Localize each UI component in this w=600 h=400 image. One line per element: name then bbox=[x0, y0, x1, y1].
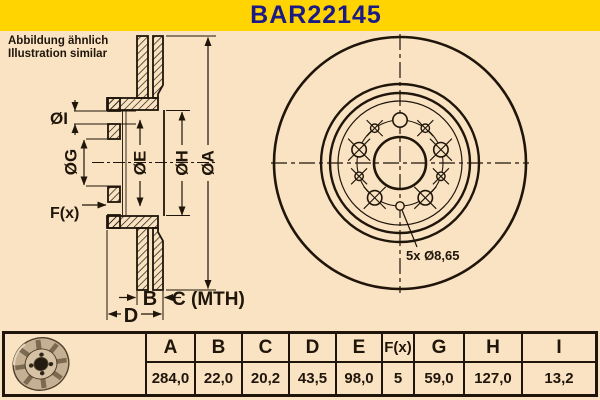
front-view-drawing: 5x Ø8,65 bbox=[271, 34, 529, 293]
dim-label-dia-i: ØI bbox=[50, 109, 68, 128]
dim-label-c-mth: C (MTH) bbox=[172, 289, 245, 310]
table-column-e: E 98,0 bbox=[335, 334, 381, 394]
column-value: 22,0 bbox=[203, 370, 234, 387]
product-photo-cell bbox=[5, 334, 145, 394]
dim-label-d: D bbox=[124, 305, 138, 327]
hole-cross-ticks bbox=[347, 119, 453, 210]
column-header: F(x) bbox=[383, 334, 413, 363]
column-value: 127,0 bbox=[474, 370, 512, 387]
hat-outer-circle bbox=[319, 82, 481, 244]
dim-label-fx: F(x) bbox=[50, 205, 79, 222]
part-number-title: BAR22145 bbox=[250, 1, 382, 29]
dim-label-dia-e: ØE bbox=[131, 151, 150, 176]
extension-lines bbox=[74, 35, 216, 320]
table-column-h: H 127,0 bbox=[463, 334, 521, 394]
column-header: B bbox=[196, 334, 241, 363]
column-header: A bbox=[147, 334, 194, 363]
disc-outer-circle bbox=[272, 35, 528, 291]
dim-label-dia-g: ØG bbox=[62, 149, 81, 175]
column-header: C bbox=[243, 334, 288, 363]
table-column-d: D 43,5 bbox=[288, 334, 335, 394]
column-header: D bbox=[290, 334, 335, 363]
column-header: H bbox=[465, 334, 521, 363]
note-line-de: Abbildung ähnlich bbox=[8, 35, 109, 47]
illustration-note: Abbildung ähnlich Illustration similar bbox=[8, 35, 108, 61]
note-line-en: Illustration similar bbox=[8, 48, 108, 60]
column-header: E bbox=[337, 334, 381, 363]
column-value: 98,0 bbox=[344, 370, 374, 387]
dim-label-dia-h: ØH bbox=[173, 150, 192, 176]
table-column-g: G 59,0 bbox=[413, 334, 463, 394]
dimensions-table: A 284,0 B 22,0 C 20,2 D 43,5 E 98,0 F(x)… bbox=[2, 331, 598, 397]
column-header: G bbox=[415, 334, 463, 363]
column-value: 59,0 bbox=[424, 370, 454, 387]
dimension-lines bbox=[71, 37, 212, 318]
column-value: 20,2 bbox=[250, 370, 281, 387]
holes-note-leader bbox=[401, 209, 418, 248]
dim-label-dia-a: ØA bbox=[199, 150, 218, 176]
table-column-i: I 13,2 bbox=[521, 334, 595, 394]
column-value: 13,2 bbox=[544, 370, 574, 387]
hat-inner-circle bbox=[337, 100, 463, 226]
title-band: BAR22145 bbox=[0, 0, 600, 31]
cross-section-drawing: ØI ØG ØE ØH ØA F(x) B C (MTH) D bbox=[50, 35, 245, 327]
holes-note-label: 5x Ø8,65 bbox=[406, 248, 460, 263]
technical-drawing: ØI ØG ØE ØH ØA F(x) B C (MTH) D bbox=[50, 34, 529, 327]
column-value: 284,0 bbox=[151, 370, 190, 387]
dim-label-b: B bbox=[143, 288, 157, 310]
hat-step-circle bbox=[328, 91, 472, 235]
center-bore-circle bbox=[372, 135, 428, 191]
column-header: I bbox=[523, 334, 595, 363]
table-column-a: A 284,0 bbox=[145, 334, 194, 394]
friction-ring-section bbox=[106, 35, 164, 291]
column-value: 43,5 bbox=[297, 370, 328, 387]
table-column-c: C 20,2 bbox=[241, 334, 288, 394]
table-column-fx: F(x) 5 bbox=[381, 334, 413, 394]
column-value: 5 bbox=[393, 370, 403, 387]
table-column-b: B 22,0 bbox=[194, 334, 241, 394]
brake-disc-photo bbox=[12, 337, 70, 391]
